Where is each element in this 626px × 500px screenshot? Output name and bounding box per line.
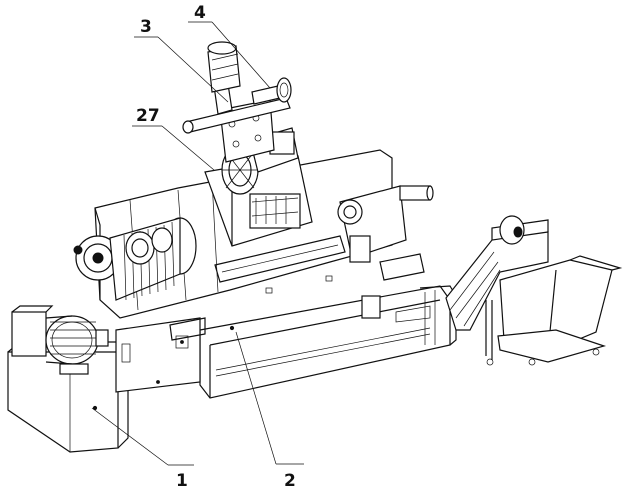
leader-lines — [91, 21, 304, 466]
leader-1 — [91, 407, 169, 466]
chip-bin — [497, 255, 623, 366]
spindle-motor — [11, 305, 109, 375]
callout-3: 3 — [140, 17, 152, 37]
chip-conveyor — [445, 215, 549, 366]
leader-3 — [157, 36, 229, 103]
callout-4: 4 — [194, 3, 206, 23]
callout-1: 1 — [176, 471, 188, 491]
leader-2 — [235, 331, 277, 465]
leader-4 — [211, 21, 271, 89]
bed-base — [199, 285, 457, 399]
callout-27: 27 — [136, 106, 160, 126]
spindle-head — [73, 217, 197, 301]
callout-2: 2 — [284, 471, 296, 491]
upper-carriage — [182, 41, 292, 163]
leader-27 — [161, 125, 215, 171]
base-cabinet-left — [7, 340, 130, 453]
tailstock — [337, 185, 434, 323]
